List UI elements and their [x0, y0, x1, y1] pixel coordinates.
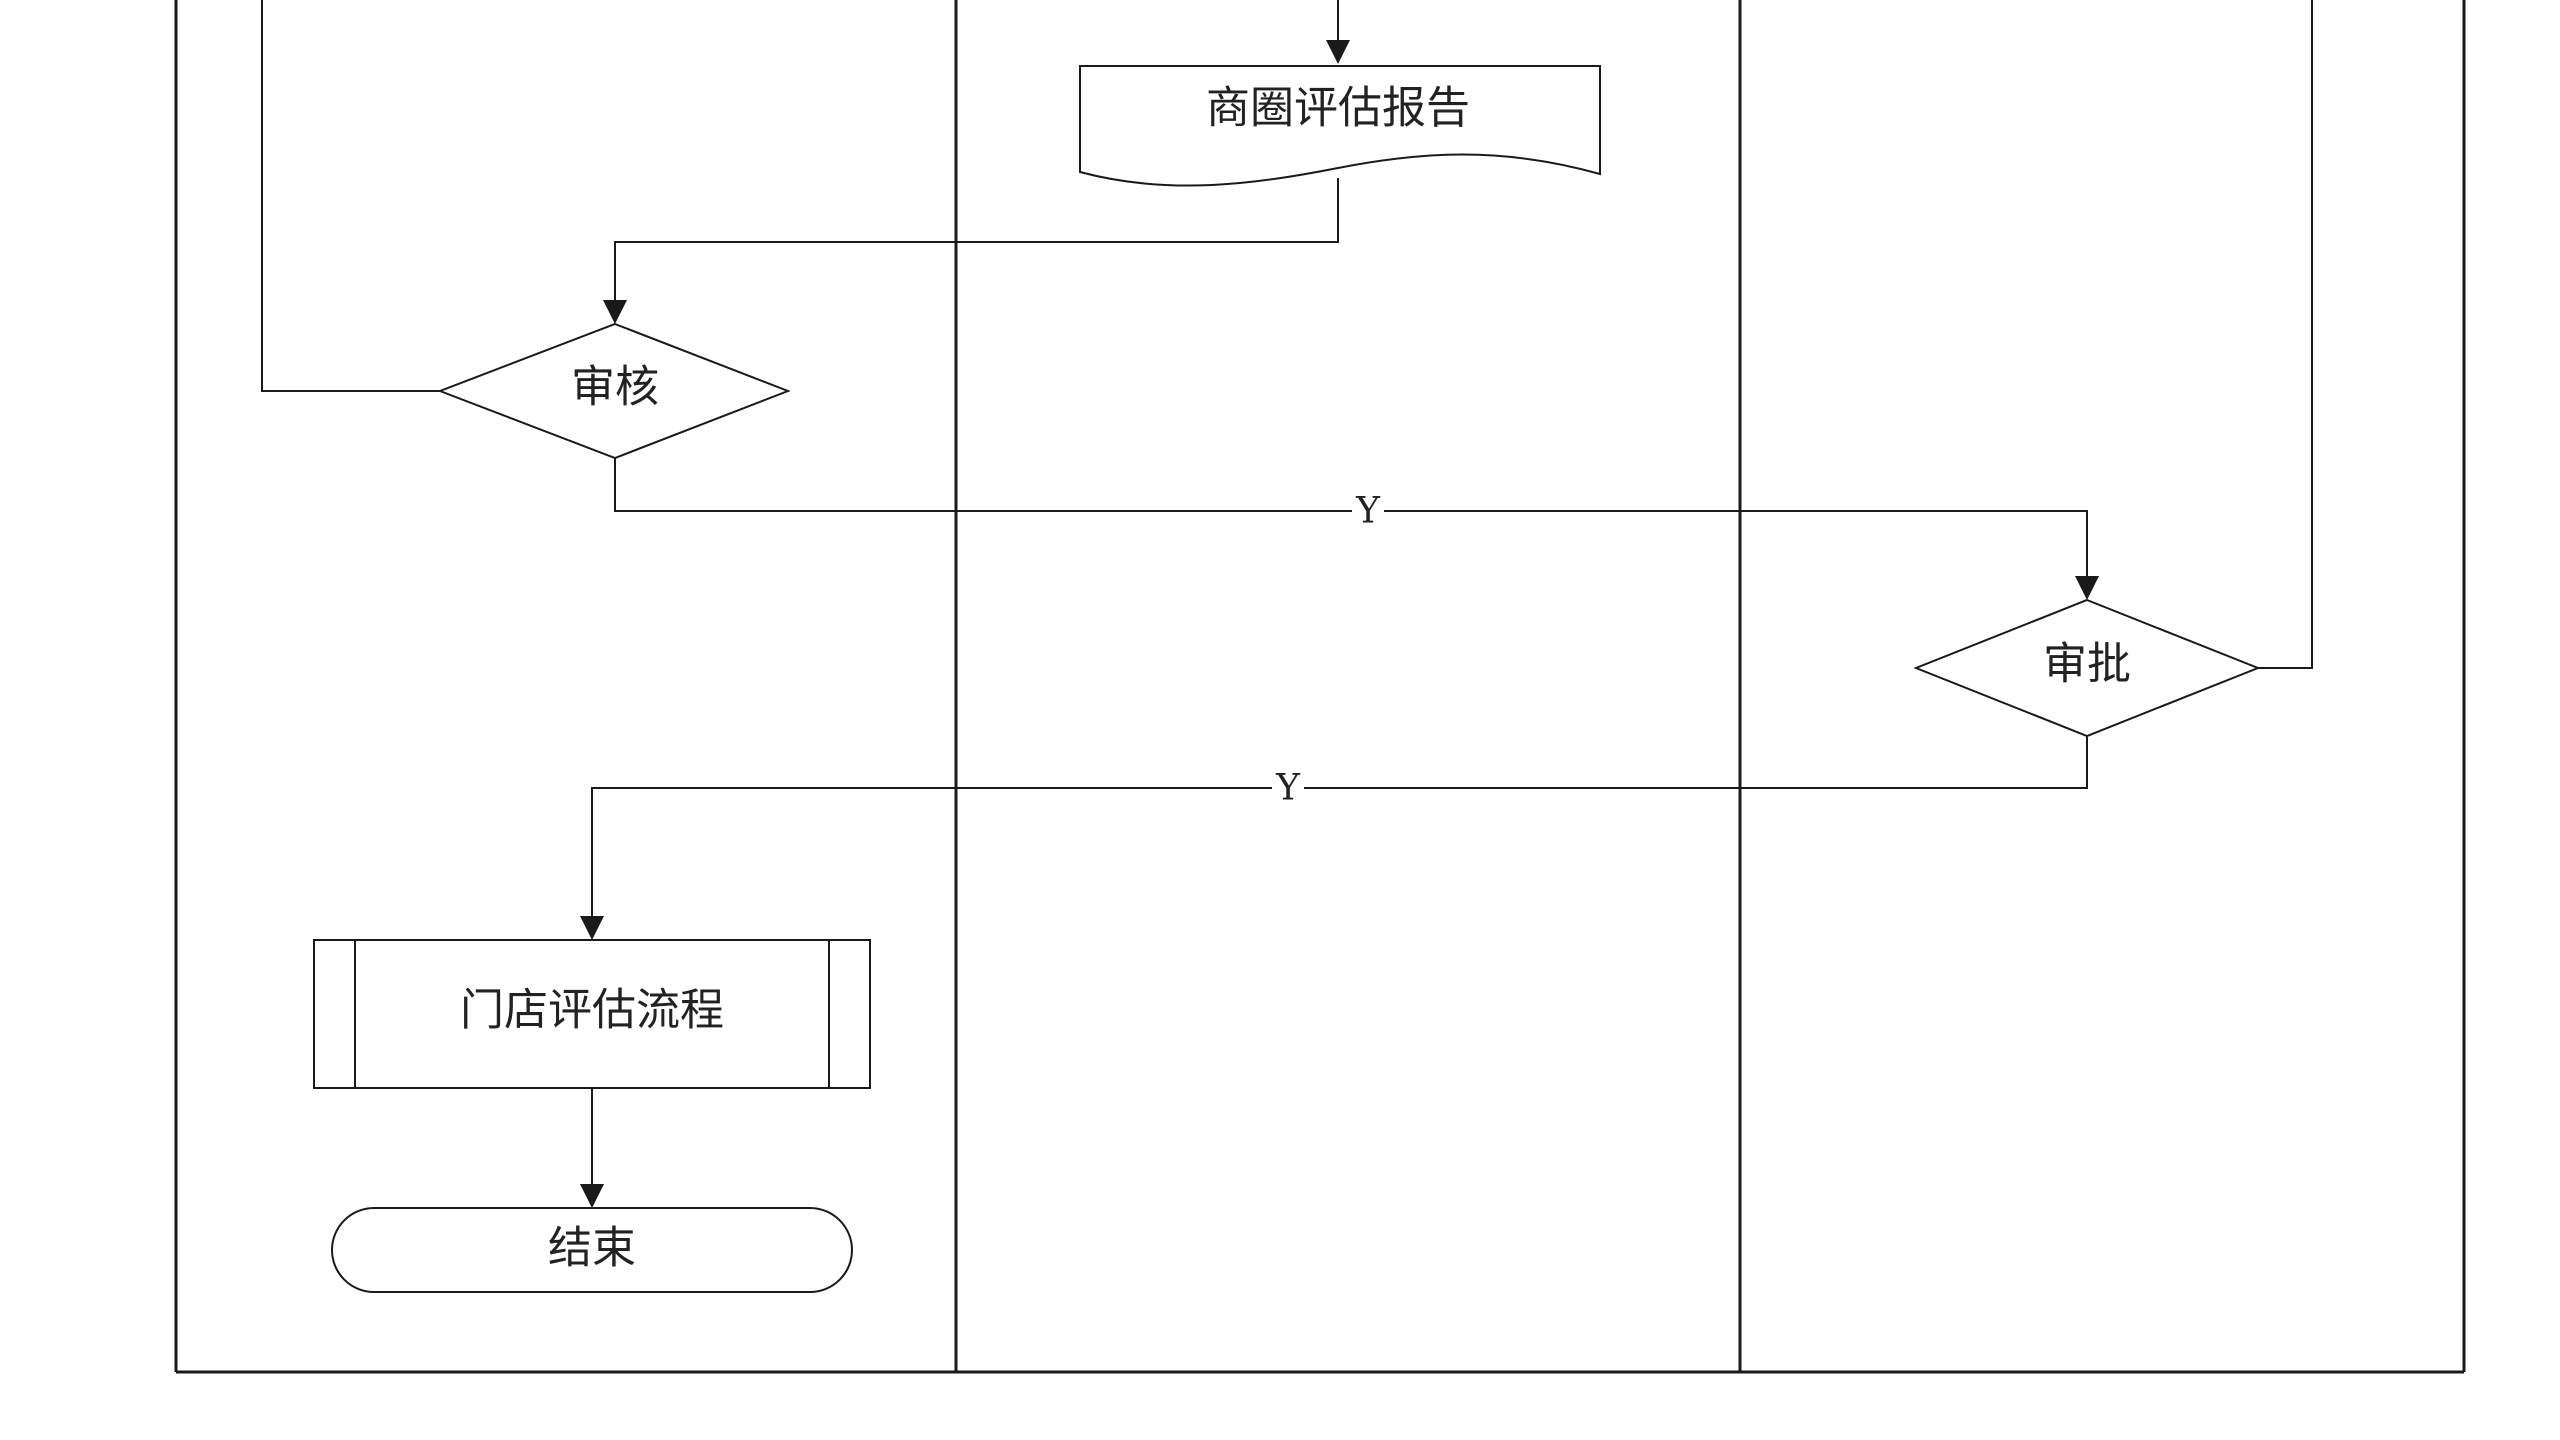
decision-shape-review [437, 322, 791, 460]
node-review: 审核 [437, 322, 791, 460]
connectors [261, 0, 2313, 1208]
node-end: 结束 [331, 1207, 853, 1293]
arrowhead-into-approve [2075, 576, 2099, 600]
edge-labels: Y Y [1272, 489, 1384, 810]
arrowhead-into-store-eval [580, 916, 604, 940]
document-shape [1079, 65, 1601, 187]
edge-label-mask-approve-store [1272, 766, 1304, 810]
terminator-shape-end [331, 1207, 853, 1293]
node-label-store-eval: 门店评估流程 [460, 985, 724, 1036]
node-approve: 审批 [1913, 598, 2261, 738]
swimlane-frame [174, 0, 2466, 1374]
node-label-end: 结束 [548, 1223, 636, 1274]
connector-review-loop-back [261, 0, 440, 392]
nodes: 商圈评估报告 审核 审批 门店评估流程 结束 [313, 65, 2261, 1293]
process-shape-store-eval [313, 939, 871, 1089]
connector-review-to-approve [614, 458, 2088, 576]
arrowhead-into-review [603, 300, 627, 324]
arrowhead-into-report [1326, 40, 1350, 64]
node-label-review: 审核 [571, 362, 659, 413]
edge-label-approve-to-store-eval: Y [1275, 768, 1301, 809]
connector-report-to-review [614, 178, 1339, 300]
node-report: 商圈评估报告 [1079, 65, 1601, 187]
arrowhead-into-end [580, 1184, 604, 1208]
connector-approve-to-store-eval [591, 736, 2088, 916]
connector-approve-loop-back [2258, 0, 2313, 669]
decision-shape-approve [1913, 598, 2261, 738]
edge-label-review-to-approve: Y [1355, 491, 1381, 532]
node-label-report: 商圈评估报告 [1206, 83, 1470, 134]
node-label-approve: 审批 [2043, 639, 2131, 690]
node-store-eval: 门店评估流程 [313, 939, 871, 1089]
edge-label-mask-review-approve [1352, 489, 1384, 533]
